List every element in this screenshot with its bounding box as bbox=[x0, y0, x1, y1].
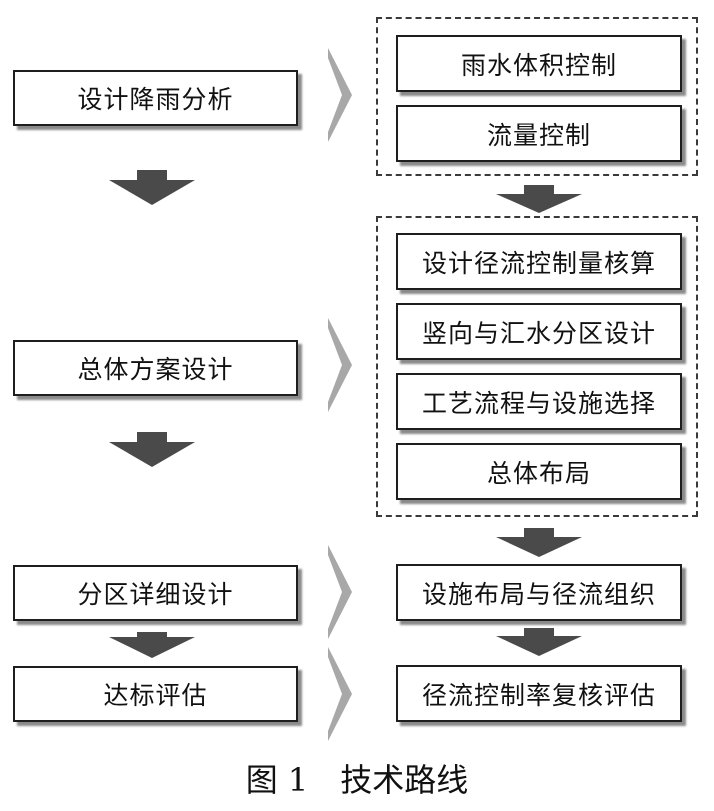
item-zoning: 竖向与汇水分区设计 bbox=[396, 303, 682, 360]
item-facility-layout: 设施布局与径流组织 bbox=[396, 564, 682, 621]
item-runoff-check: 设计径流控制量核算 bbox=[396, 233, 682, 290]
item-rain-volume-control: 雨水体积控制 bbox=[396, 35, 682, 92]
right-arrow-3 bbox=[328, 545, 352, 639]
rain-control-group bbox=[376, 17, 698, 176]
item-flow-control: 流量控制 bbox=[396, 105, 682, 162]
down-arrow-left-2 bbox=[109, 432, 195, 467]
item-process: 工艺流程与设施选择 bbox=[396, 373, 682, 430]
right-arrow-2 bbox=[328, 318, 352, 412]
figure-caption: 图 1 技术路线 bbox=[245, 761, 469, 799]
item-runoff-rate-evaluation: 径流控制率复核评估 bbox=[396, 665, 682, 722]
step-design-rainfall: 设计降雨分析 bbox=[13, 70, 298, 126]
right-arrow-1 bbox=[328, 48, 352, 142]
down-arrow-left-1 bbox=[109, 170, 195, 205]
down-arrow-right-2 bbox=[496, 528, 582, 557]
down-arrow-right-1 bbox=[496, 185, 582, 213]
down-arrow-right-3 bbox=[496, 628, 582, 656]
plan-design-group bbox=[376, 216, 698, 517]
down-arrow-left-3 bbox=[109, 632, 195, 658]
right-arrow-4 bbox=[328, 647, 352, 741]
step-evaluation: 达标评估 bbox=[13, 666, 298, 722]
item-layout: 总体布局 bbox=[396, 443, 682, 500]
step-overall-plan: 总体方案设计 bbox=[13, 340, 298, 396]
step-zone-detail: 分区详细设计 bbox=[13, 565, 298, 621]
